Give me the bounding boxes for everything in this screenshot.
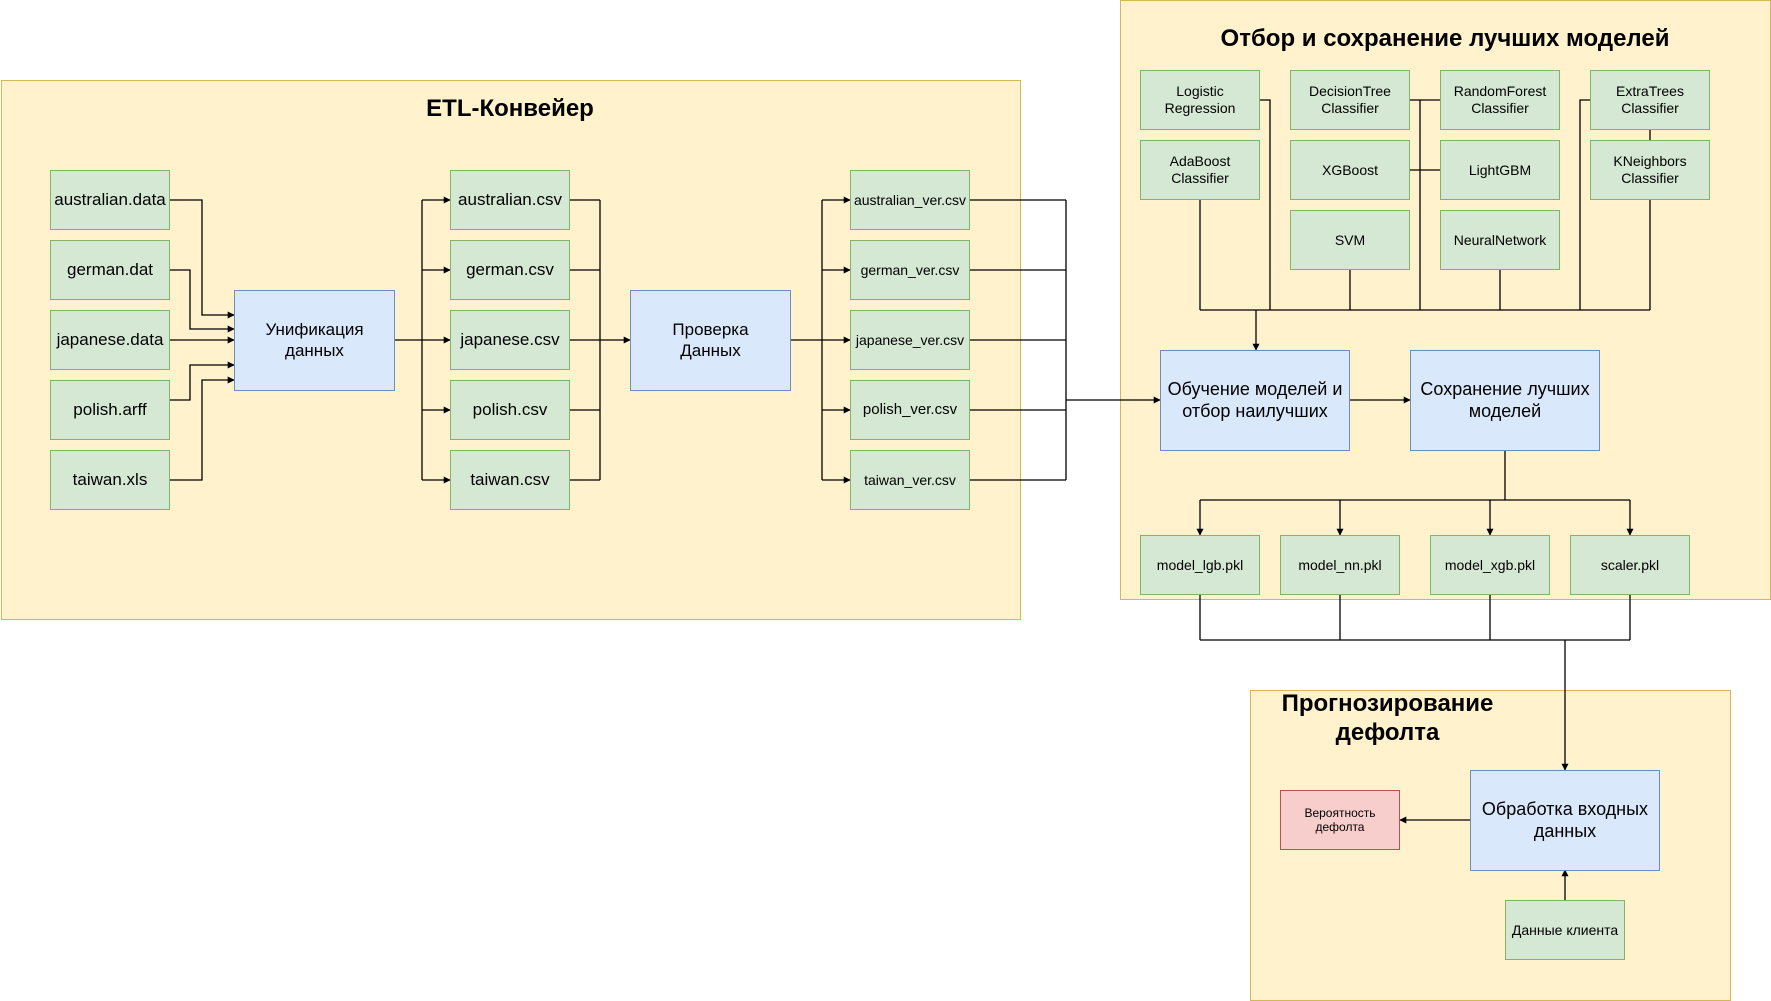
process-handle-input: Обработка входных данных bbox=[1470, 770, 1660, 871]
edge-tree-forest-connector bbox=[1410, 99, 1440, 310]
source-polish-arff: polish.arff bbox=[50, 380, 170, 440]
classifier-random-forest: RandomForest Classifier bbox=[1440, 70, 1560, 130]
classifier-neural-network: NeuralNetwork bbox=[1440, 210, 1560, 270]
csv-german: german.csv bbox=[450, 240, 570, 300]
classifier-kneighbors: KNeighbors Classifier bbox=[1590, 140, 1710, 200]
edge-check-to-verified-trunk bbox=[790, 200, 823, 480]
edge-extra-side bbox=[1579, 99, 1590, 310]
source-australian-data: australian.data bbox=[50, 170, 170, 230]
csv-japanese: japanese.csv bbox=[450, 310, 570, 370]
classifier-svm: SVM bbox=[1290, 210, 1410, 270]
verified-german: german_ver.csv bbox=[850, 240, 970, 300]
edge-knn-down bbox=[1648, 101, 1651, 310]
classifier-logistic-regression: Logistic Regression bbox=[1140, 70, 1260, 130]
edge-german-dat-to-unify bbox=[170, 269, 235, 333]
csv-australian: australian.csv bbox=[450, 170, 570, 230]
edge-artifacts-bus bbox=[1199, 595, 1631, 641]
classifier-lightgbm: LightGBM bbox=[1440, 140, 1560, 200]
process-train-select: Обучение моделей и отбор наилучших bbox=[1160, 350, 1350, 451]
verified-australian: australian_ver.csv bbox=[850, 170, 970, 230]
models-group-title: Отбор и сохранение лучших моделей bbox=[1220, 25, 1670, 52]
prediction-group-title: Прогнозирование дефолта bbox=[1281, 690, 1494, 746]
classifier-extra-trees: ExtraTrees Classifier bbox=[1590, 70, 1710, 130]
source-german-dat: german.dat bbox=[50, 240, 170, 300]
etl-group-title: ETL-Конвейер bbox=[426, 95, 594, 122]
edge-australian-data-to-unify bbox=[170, 199, 235, 319]
classifier-adaboost: AdaBoost Classifier bbox=[1140, 140, 1260, 200]
source-japanese-data: japanese.data bbox=[50, 310, 170, 370]
edge-csv-to-check-trunk bbox=[570, 199, 601, 481]
edge-save-to-artifacts-trunk bbox=[1200, 450, 1630, 501]
input-client-data: Данные клиента bbox=[1505, 900, 1625, 960]
classifier-xgboost: XGBoost bbox=[1290, 140, 1410, 200]
edge-unify-to-csv-trunk bbox=[395, 200, 423, 480]
verified-polish: polish_ver.csv bbox=[850, 380, 970, 440]
source-taiwan-xls: taiwan.xls bbox=[50, 450, 170, 510]
edge-taiwan-xls-to-unify bbox=[170, 376, 235, 481]
artifact-model-xgb: model_xgb.pkl bbox=[1430, 535, 1550, 595]
artifact-scaler: scaler.pkl bbox=[1570, 535, 1690, 595]
edge-verified-to-train-trunk bbox=[970, 199, 1067, 481]
process-check: Проверка Данных bbox=[630, 290, 791, 391]
csv-taiwan: taiwan.csv bbox=[450, 450, 570, 510]
verified-taiwan: taiwan_ver.csv bbox=[850, 450, 970, 510]
result-default-probability: Вероятность дефолта bbox=[1280, 790, 1400, 850]
artifact-model-nn: model_nn.pkl bbox=[1280, 535, 1400, 595]
edge-polish-arff-to-unify bbox=[170, 361, 235, 401]
artifact-model-lgb: model_lgb.pkl bbox=[1140, 535, 1260, 595]
process-unify: Унификация данных bbox=[234, 290, 395, 391]
verified-japanese: japanese_ver.csv bbox=[850, 310, 970, 370]
classifier-decision-tree: DecisionTree Classifier bbox=[1290, 70, 1410, 130]
csv-polish: polish.csv bbox=[450, 380, 570, 440]
process-save-models: Сохранение лучших моделей bbox=[1410, 350, 1600, 451]
edge-logreg-side bbox=[1260, 99, 1271, 310]
